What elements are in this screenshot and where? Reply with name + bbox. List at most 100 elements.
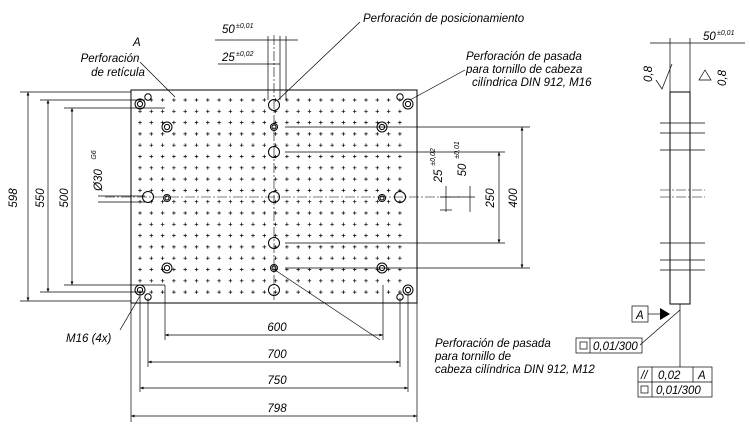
- grid-hole-mark: [341, 290, 346, 294]
- grid-hole-mark: [296, 143, 300, 147]
- grid-hole-mark: [341, 132, 346, 136]
- grid-hole-mark: [398, 177, 402, 181]
- grid-hole-mark: [386, 199, 391, 204]
- grid-hole-mark: [398, 256, 402, 260]
- grid-hole-mark: [239, 279, 244, 283]
- dim-550: 550: [35, 188, 47, 208]
- grid-hole-mark: [296, 188, 300, 193]
- grid-hole-mark: [251, 109, 255, 114]
- grid-hole-mark: [194, 188, 199, 193]
- dim-bore-diameter: Ø30: [93, 169, 105, 192]
- grid-hole-mark: [172, 166, 176, 170]
- grid-hole-mark: [251, 199, 255, 204]
- grid-hole-mark: [183, 222, 187, 227]
- grid-hole-mark: [386, 256, 391, 260]
- positioning-bore: [268, 284, 280, 296]
- grid-hole-mark: [375, 279, 380, 283]
- top-pitch-dimensions: 50 ±0,01 25 ±0,02: [215, 23, 298, 100]
- grid-hole-mark: [330, 222, 334, 227]
- label-grid-letter: A: [132, 37, 141, 49]
- grid-hole-mark: [352, 290, 357, 294]
- grid-hole-mark: [307, 199, 312, 204]
- grid-hole-mark: [194, 132, 199, 136]
- grid-hole-mark: [138, 256, 142, 260]
- grid-hole-mark: [398, 109, 402, 114]
- grid-hole-mark: [341, 233, 346, 238]
- grid-hole-mark: [307, 188, 312, 193]
- grid-hole-mark: [217, 143, 221, 147]
- grid-hole-mark: [352, 109, 357, 114]
- grid-hole-mark: [149, 109, 154, 114]
- grid-hole-mark: [330, 245, 334, 249]
- grid-hole-mark: [285, 98, 289, 102]
- grid-hole-mark: [341, 279, 346, 283]
- grid-hole-mark: [228, 199, 233, 204]
- grid-hole-mark: [160, 279, 165, 283]
- grid-hole-mark: [172, 98, 176, 102]
- grid-hole-mark: [160, 233, 165, 238]
- grid-hole-mark: [386, 245, 391, 249]
- grid-hole-mark: [386, 166, 391, 170]
- left-dimensions: 598 550 500 Ø30 G6: [8, 91, 165, 302]
- grid-hole-mark: [319, 154, 323, 159]
- grid-hole-mark: [352, 279, 357, 283]
- grid-hole-mark: [352, 177, 357, 181]
- grid-hole-mark: [172, 245, 176, 249]
- grid-hole-mark: [217, 120, 221, 125]
- grid-hole-mark: [228, 166, 233, 170]
- grid-hole-mark: [375, 120, 380, 125]
- grid-hole-mark: [262, 154, 267, 159]
- positioning-bore: [268, 146, 280, 158]
- grid-hole-mark: [273, 290, 278, 294]
- side-bore-inner: [379, 195, 385, 201]
- grid-hole-mark: [251, 120, 255, 125]
- grid-hole-mark: [194, 279, 199, 283]
- grid-hole-mark: [319, 109, 323, 114]
- grid-hole-mark: [319, 132, 323, 136]
- grid-hole-mark: [172, 109, 176, 114]
- grid-hole-mark: [160, 143, 165, 147]
- m12-bore: [270, 264, 278, 272]
- positioning-bore: [268, 99, 280, 111]
- grid-hole-mark: [352, 120, 357, 125]
- grid-hole-mark: [149, 290, 154, 294]
- grid-hole-mark: [330, 211, 334, 215]
- grid-hole-mark: [319, 199, 323, 204]
- grid-hole-mark: [285, 279, 289, 283]
- grid-hole-mark: [217, 245, 221, 249]
- grid-hole-mark: [330, 199, 334, 204]
- grid-hole-mark: [319, 290, 323, 294]
- grid-hole-mark: [194, 199, 199, 204]
- grid-hole-mark: [364, 245, 368, 249]
- grid-hole-mark: [194, 166, 199, 170]
- grid-hole-mark: [262, 279, 267, 283]
- flatness-value: 0,01/300: [593, 341, 638, 353]
- grid-hole-mark: [262, 290, 267, 294]
- grid-hole-mark: [307, 154, 312, 159]
- grid-hole-mark: [194, 143, 199, 147]
- grid-hole-mark: [251, 166, 255, 170]
- grid-hole-mark: [172, 143, 176, 147]
- grid-hole-mark: [262, 267, 267, 272]
- dim-side-pitch25-tol: ±0,02: [430, 148, 437, 166]
- grid-hole-mark: [296, 109, 300, 114]
- grid-hole-mark: [228, 267, 233, 272]
- grid-hole-mark: [364, 290, 368, 294]
- grid-hole-mark: [149, 143, 154, 147]
- grid-hole-mark: [228, 279, 233, 283]
- grid-hole-mark: [364, 199, 368, 204]
- grid-hole-mark: [183, 211, 187, 215]
- grid-hole-mark: [194, 98, 199, 102]
- grid-hole-mark: [341, 143, 346, 147]
- grid-hole-mark: [251, 177, 255, 181]
- grid-hole-mark: [228, 188, 233, 193]
- grid-hole-mark: [352, 166, 357, 170]
- grid-hole-mark: [239, 211, 244, 215]
- grid-hole-mark: [149, 279, 154, 283]
- grid-hole-mark: [307, 211, 312, 215]
- grid-hole-mark: [206, 199, 210, 204]
- grid-hole-mark: [228, 256, 233, 260]
- grid-hole-mark: [160, 222, 165, 227]
- side-bore-inner: [164, 195, 170, 201]
- grid-hole-mark: [352, 188, 357, 193]
